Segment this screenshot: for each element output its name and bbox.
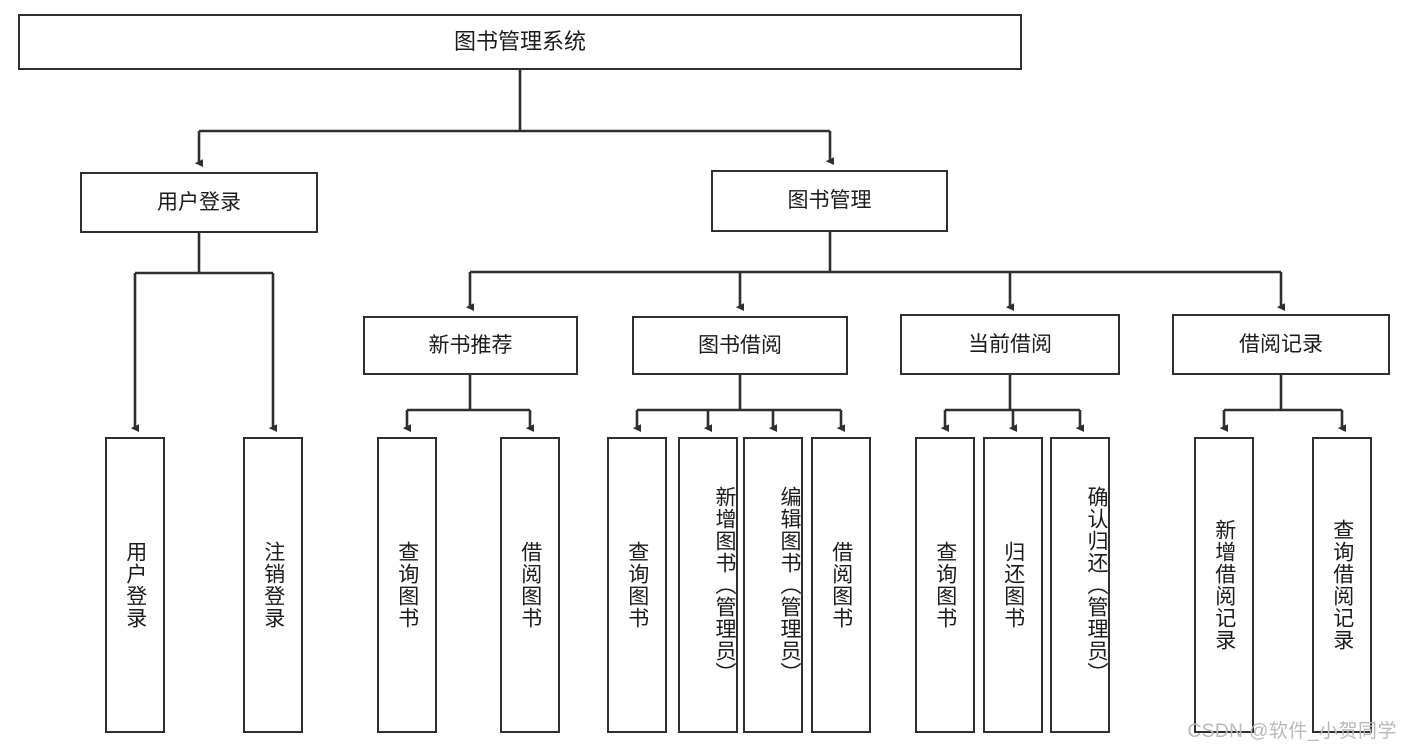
node-leaf-logout[interactable]: 注销登录 xyxy=(243,437,303,733)
node-book-borrow[interactable]: 图书借阅 xyxy=(632,316,848,375)
node-borrow-record[interactable]: 借阅记录 xyxy=(1172,314,1390,375)
node-leaf-borrow-book-2[interactable]: 借阅图书 xyxy=(811,437,871,733)
node-new-book-recommend[interactable]: 新书推荐 xyxy=(363,316,578,375)
watermark: CSDN @软件_小贺同学 xyxy=(1187,721,1397,742)
node-leaf-borrow-book-1[interactable]: 借阅图书 xyxy=(500,437,560,733)
node-leaf-logout-label: 注销登录 xyxy=(261,541,285,629)
node-current-borrow-label: 当前借阅 xyxy=(968,332,1052,356)
node-leaf-query-book-1-label: 查询图书 xyxy=(395,541,419,629)
node-leaf-edit-book[interactable]: 编辑图书（管理员） xyxy=(743,437,803,733)
node-root-label: 图书管理系统 xyxy=(453,28,586,54)
node-book-manage[interactable]: 图书管理 xyxy=(711,170,948,232)
node-leaf-edit-book-label: 编辑图书（管理员） xyxy=(778,486,801,684)
node-leaf-query-book-3-label: 查询图书 xyxy=(933,541,957,629)
node-leaf-confirm-return-label: 确认归还（管理员） xyxy=(1085,486,1108,684)
node-user-login[interactable]: 用户登录 xyxy=(80,172,318,233)
node-leaf-query-book-2-label: 查询图书 xyxy=(625,541,649,629)
node-leaf-add-book[interactable]: 新增图书（管理员） xyxy=(678,437,738,733)
node-leaf-add-record[interactable]: 新增借阅记录 xyxy=(1194,437,1254,733)
node-leaf-confirm-return[interactable]: 确认归还（管理员） xyxy=(1050,437,1110,733)
node-leaf-borrow-book-1-label: 借阅图书 xyxy=(518,541,542,629)
node-leaf-return-book-label: 归还图书 xyxy=(1001,541,1025,629)
node-leaf-query-book-1[interactable]: 查询图书 xyxy=(377,437,437,733)
node-book-borrow-label: 图书借阅 xyxy=(698,333,782,357)
node-current-borrow[interactable]: 当前借阅 xyxy=(900,314,1120,375)
node-leaf-query-record[interactable]: 查询借阅记录 xyxy=(1312,437,1372,733)
node-leaf-borrow-book-2-label: 借阅图书 xyxy=(829,541,853,629)
node-book-manage-label: 图书管理 xyxy=(787,189,872,213)
node-new-book-recommend-label: 新书推荐 xyxy=(428,333,513,357)
node-user-login-label: 用户登录 xyxy=(157,190,241,214)
node-leaf-query-book-3[interactable]: 查询图书 xyxy=(915,437,975,733)
node-leaf-query-record-label: 查询借阅记录 xyxy=(1330,519,1354,651)
node-leaf-add-book-label: 新增图书（管理员） xyxy=(713,486,736,684)
node-leaf-user-login[interactable]: 用户登录 xyxy=(105,437,165,733)
node-leaf-return-book[interactable]: 归还图书 xyxy=(983,437,1043,733)
node-borrow-record-label: 借阅记录 xyxy=(1239,332,1323,356)
node-leaf-query-book-2[interactable]: 查询图书 xyxy=(607,437,667,733)
node-leaf-add-record-label: 新增借阅记录 xyxy=(1212,519,1236,651)
node-leaf-user-login-label: 用户登录 xyxy=(123,541,147,629)
node-root[interactable]: 图书管理系统 xyxy=(18,14,1022,70)
